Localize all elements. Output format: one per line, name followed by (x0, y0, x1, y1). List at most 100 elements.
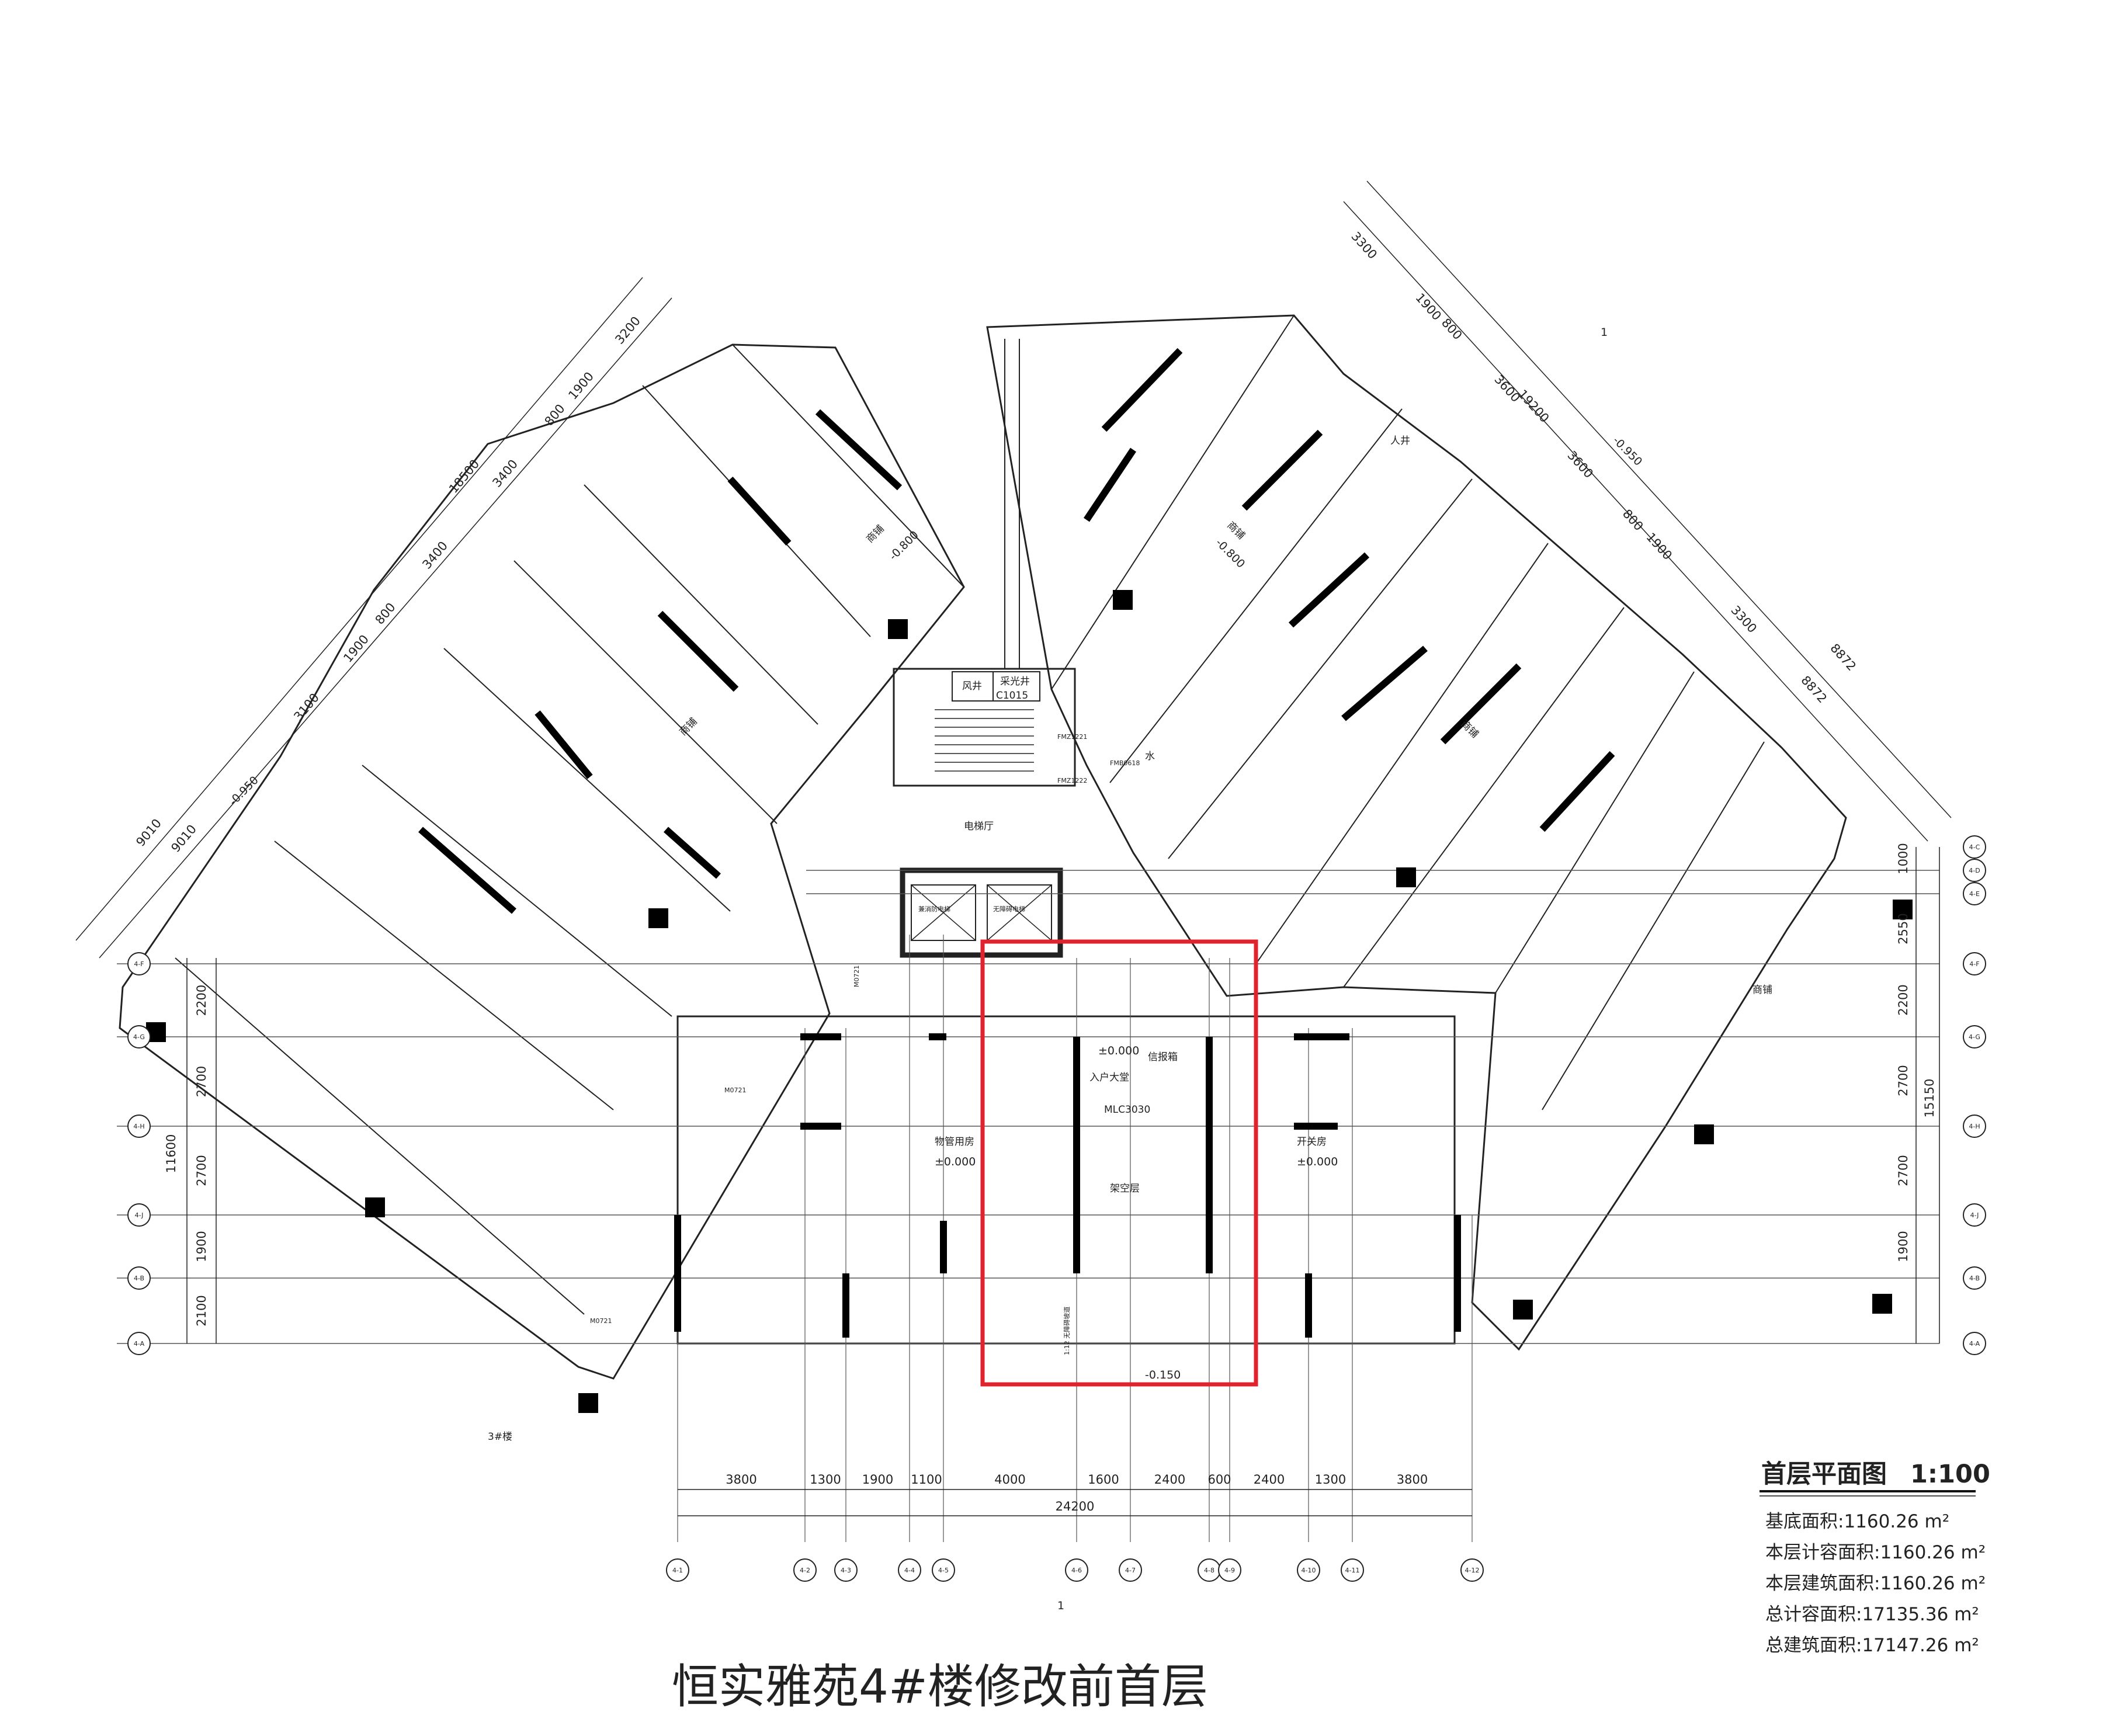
left-axis-bubbles: 4-F4-G4-H4-J4-B4-A (127, 952, 151, 1355)
shop-label-5: 商铺 (1752, 984, 1772, 996)
axis-bubble-4-G: 4-G (1963, 1025, 1986, 1048)
door-fmb: FMB0618 (1110, 759, 1140, 767)
entrance-hall-label: 入户大堂 (1089, 1072, 1129, 1084)
axis-bubble-4-A: 4-A (127, 1332, 151, 1355)
lobby-void-label: 架空层 (1110, 1183, 1140, 1195)
door-m0721-2: M0721 (724, 1086, 747, 1094)
neighbor-building-label: 3#楼 (488, 1431, 512, 1443)
svg-text:4-G: 4-G (133, 1033, 145, 1041)
svg-text:4-2: 4-2 (800, 1567, 810, 1574)
level-entrance: -0.150 (1145, 1369, 1181, 1381)
axis-bubble-4-9: 4-9 (1218, 1558, 1241, 1582)
dimension-label: 1000 (1896, 843, 1910, 874)
dimension-label: 1300 (810, 1473, 841, 1487)
water-label: 水 (1145, 751, 1155, 762)
door-mlc: MLC3030 (1104, 1104, 1150, 1116)
columns (146, 590, 1913, 1413)
area-stat: 总计容面积:17135.36 m² (1765, 1604, 1979, 1625)
dimension-label: 1900 (565, 369, 596, 402)
dimension-lines (75, 180, 1952, 1516)
svg-text:4-H: 4-H (1969, 1123, 1980, 1130)
axis-bubble-4-H: 4-H (1963, 1114, 1986, 1138)
axis-bubble-4-E: 4-E (1963, 882, 1986, 905)
axis-bubble-4-F: 4-F (1963, 952, 1986, 975)
elevator-2-label: 无障碍电梯 (993, 905, 1025, 913)
svg-text:4-10: 4-10 (1302, 1567, 1316, 1574)
svg-text:4-12: 4-12 (1465, 1567, 1480, 1574)
central-block (676, 1015, 1456, 1345)
svg-text:4-B: 4-B (1969, 1275, 1980, 1282)
svg-text:4-9: 4-9 (1224, 1567, 1235, 1574)
plan-caption: 首层平面图 1:100 (1760, 1460, 1990, 1497)
dimension-label: 3300 (1348, 229, 1380, 262)
dimension-label: 600 (1207, 1473, 1231, 1487)
dimension-label: 3600 (1564, 448, 1596, 481)
dimension-label: 2700 (1896, 1065, 1910, 1096)
level-zero-property: ±0.000 (935, 1155, 976, 1168)
stair-core (893, 668, 1076, 787)
right-wing-partitions (1051, 315, 1765, 1110)
mailbox-label: 信报箱 (1148, 1051, 1178, 1063)
plan-caption-name: 首层平面图 (1761, 1460, 1887, 1489)
svg-text:4-A: 4-A (1969, 1340, 1980, 1348)
svg-text:4-C: 4-C (1969, 843, 1980, 851)
area-statistics: 基底面积:1160.26 m² 本层计容面积:1160.26 m² 本层建筑面积… (1765, 1511, 1986, 1656)
wall-segments (418, 348, 1615, 1338)
level-outside-2: -0.950 (1610, 434, 1644, 468)
level-shop-1: -0.800 (887, 529, 921, 563)
axis-bubble-4-3: 4-3 (834, 1558, 858, 1582)
area-stat: 总建筑面积:17147.26 m² (1765, 1635, 1979, 1656)
dimension-label: 2200 (1896, 984, 1910, 1015)
svg-text:4-11: 4-11 (1345, 1567, 1360, 1574)
axis-bubble-4-7: 4-7 (1119, 1558, 1142, 1582)
duct-label: 风井 (962, 680, 982, 692)
plan-caption-scale: 1:100 (1910, 1460, 1990, 1489)
svg-text:4-5: 4-5 (938, 1567, 949, 1574)
axis-bubble-4-J: 4-J (1963, 1203, 1986, 1227)
dimension-label: 4000 (994, 1473, 1025, 1487)
shop-label-2: 商铺 (677, 716, 699, 738)
section-mark-bottom: 1 (1057, 1599, 1064, 1612)
svg-text:4-4: 4-4 (904, 1567, 915, 1574)
light-well-box (992, 671, 1040, 702)
door-fmz: FMZ1221 (1057, 733, 1087, 741)
section-marks: 1 1 3#楼 (488, 326, 1608, 1612)
svg-text:4-F: 4-F (134, 960, 144, 968)
dimension-label: 2400 (1154, 1473, 1185, 1487)
svg-text:4-E: 4-E (1969, 890, 1980, 898)
dimension-label: 1100 (911, 1473, 942, 1487)
level-shop-2: -0.800 (1213, 536, 1247, 571)
axis-bubble-4-10: 4-10 (1297, 1558, 1320, 1582)
highlight-frame (980, 939, 1258, 1387)
dimension-label: 1900 (195, 1231, 209, 1262)
dimension-label: 3800 (726, 1473, 756, 1487)
dimension-label: 3300 (1728, 603, 1760, 636)
axis-bubble-4-G: 4-G (127, 1025, 151, 1048)
svg-text:4-F: 4-F (1969, 960, 1979, 968)
left-total-dimension: 11600 (164, 1134, 178, 1173)
shop-label-3: 商铺 (1224, 519, 1247, 541)
elevator-1-label: 兼消防电梯 (918, 905, 950, 913)
drawing-title: 恒实雅苑4#楼修改前首层 (672, 1659, 1208, 1714)
axis-bubble-4-5: 4-5 (932, 1558, 955, 1582)
dimension-label: 9010 (133, 816, 164, 849)
dimension-label: 2700 (1896, 1155, 1910, 1186)
svg-text:4-8: 4-8 (1204, 1567, 1214, 1574)
dimension-label: 3600 (1491, 372, 1523, 405)
door-fmz2: FMZ1222 (1057, 777, 1087, 784)
dimension-label: 2700 (195, 1066, 209, 1097)
axis-bubble-4-11: 4-11 (1341, 1558, 1364, 1582)
dimension-label: 1300 (1315, 1473, 1346, 1487)
elevator-hall-label: 电梯厅 (964, 821, 994, 832)
dimension-label: 2550 (1896, 913, 1910, 944)
plan-linework (75, 180, 1952, 1542)
light-well-label: 采光井 (1000, 676, 1030, 688)
shaft-label: 人井 (1390, 435, 1410, 447)
shop-label-1: 商铺 (864, 523, 886, 545)
axis-bubble-4-4: 4-4 (898, 1558, 921, 1582)
dimension-label: 8872 (1798, 673, 1830, 706)
